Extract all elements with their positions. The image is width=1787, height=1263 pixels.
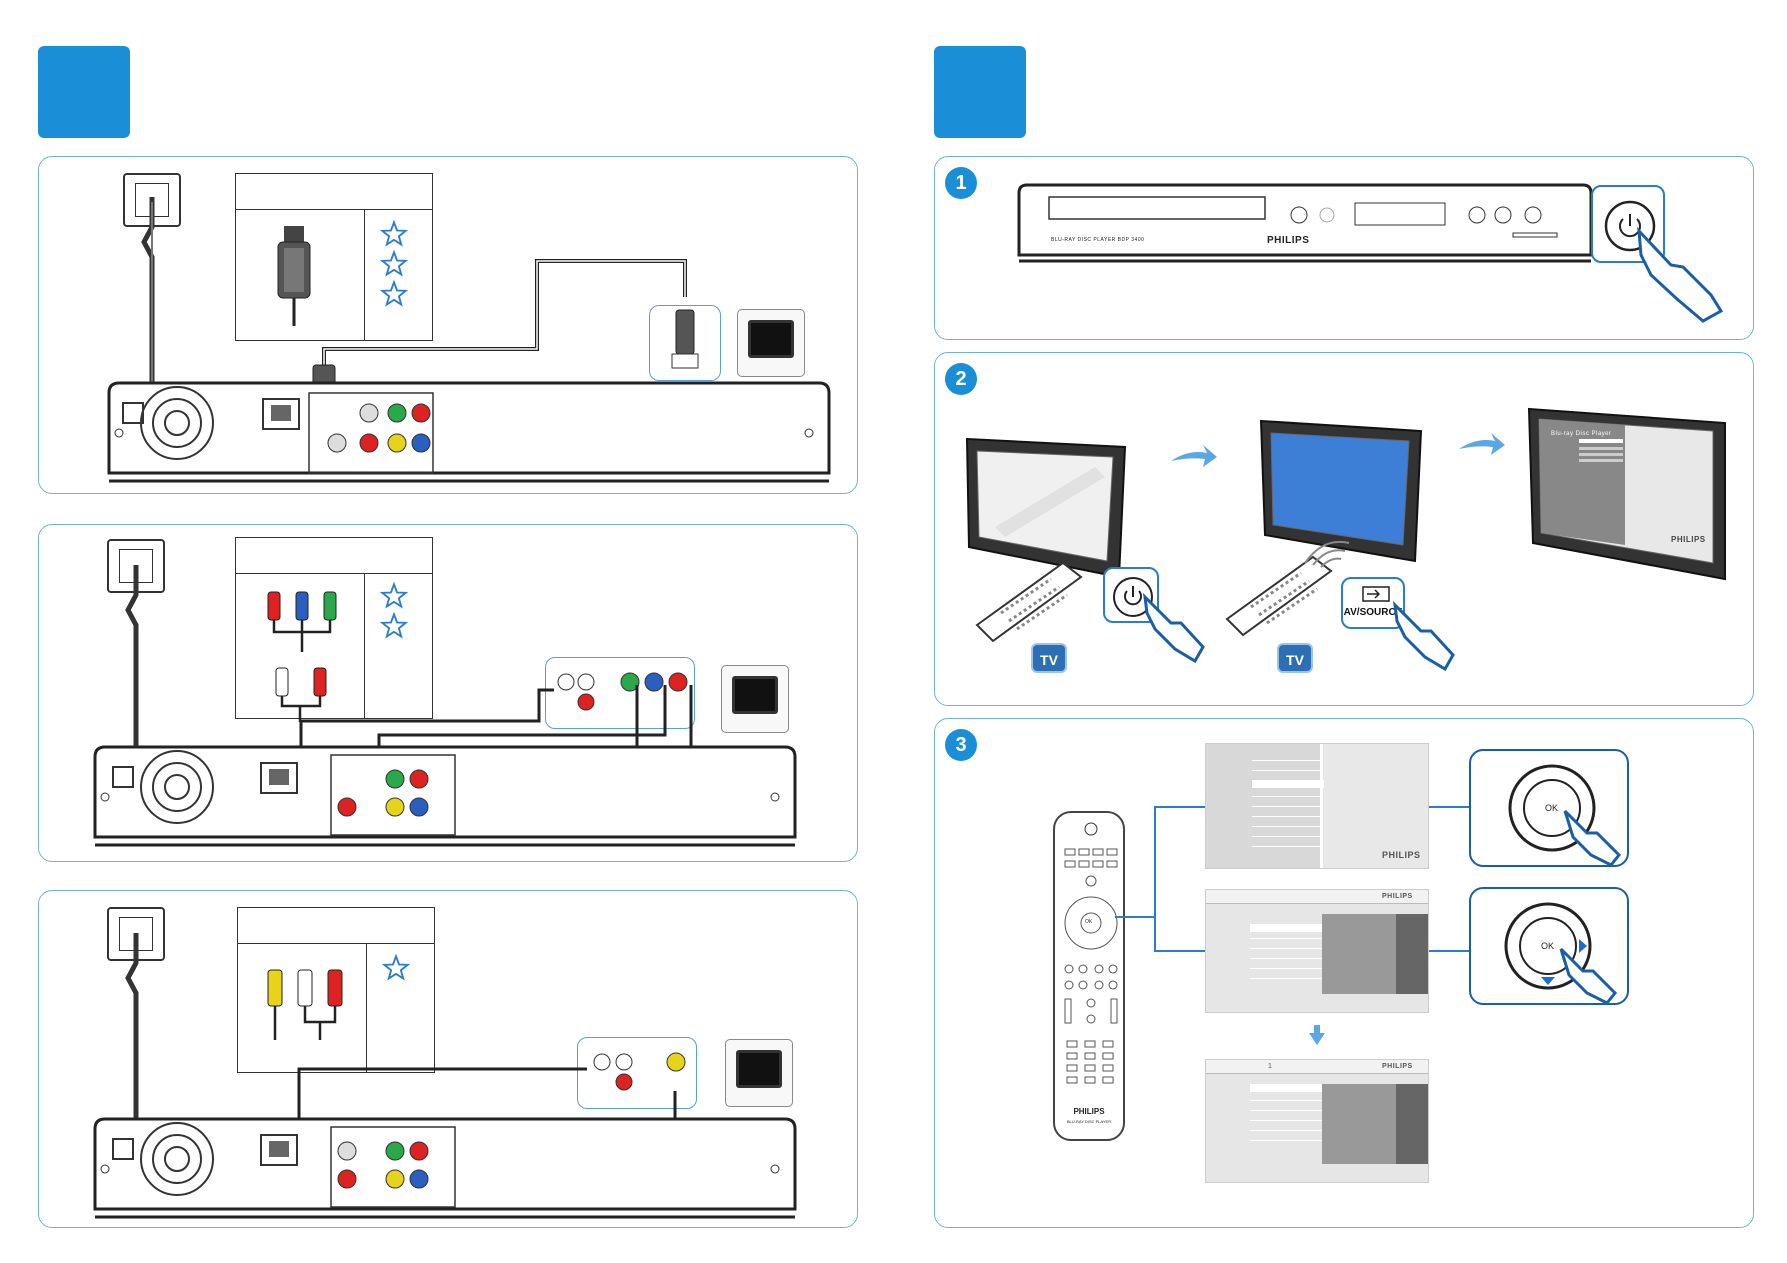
- tv-blue-screen-icon: [1259, 419, 1423, 563]
- power-button-zoom: [1591, 185, 1665, 263]
- player-rear-panel: [107, 381, 831, 483]
- remote-control-icon: [1225, 555, 1333, 637]
- hdmi-connection-panel: [38, 156, 858, 494]
- tv-logo-icon: TV: [1277, 643, 1313, 673]
- star-icon: [379, 279, 409, 307]
- menu-index-label: 1: [1268, 1063, 1272, 1070]
- tv-off-icon: [965, 437, 1127, 579]
- component-plugs-icon: [267, 591, 337, 722]
- tv-brand-label: PHILIPS: [1671, 535, 1706, 544]
- step-3-panel: 3 OK PHILIPS BLU-RAY DISC PLAYER: [934, 718, 1754, 1228]
- power-cord-icon: [125, 933, 139, 1143]
- tv-composite-ports-zoom: [577, 1037, 697, 1109]
- star-icon: [379, 249, 409, 277]
- pressing-hand-icon: [1392, 600, 1455, 672]
- tv-logo-icon: TV: [1031, 643, 1067, 673]
- connector-lines: [1115, 806, 1471, 952]
- step-2-number: 2: [945, 363, 977, 395]
- tv-menu-title: Blu-ray Disc Player: [1551, 431, 1612, 437]
- composite-quality-table: [237, 907, 435, 1073]
- tv-icon: [721, 665, 789, 733]
- hdmi-plug-icon: [277, 226, 311, 326]
- power-cord-icon: [141, 197, 155, 417]
- tv-menu-screen-icon: [1527, 407, 1726, 581]
- menu-brand-label: PHILIPS: [1382, 893, 1413, 900]
- player-model-label: BLU-RAY DISC PLAYER BDP 3400: [1051, 237, 1145, 243]
- hdmi-plug-icon: [671, 309, 699, 369]
- setup-menu-screen: PHILIPS: [1205, 889, 1429, 1013]
- menu-brand-label: PHILIPS: [1382, 1063, 1413, 1070]
- right-section-header: [934, 46, 1026, 138]
- component-connection-panel: [38, 524, 858, 862]
- tv-icon: [737, 309, 805, 377]
- av-source-label: AV/SOURCE: [1343, 607, 1403, 618]
- hdmi-quality-table: [235, 173, 433, 341]
- step-3-number: 3: [945, 729, 977, 761]
- composite-sockets-icon: [593, 1052, 686, 1091]
- home-menu-screen: PHILIPS: [1205, 743, 1429, 869]
- step-2-panel: 2 TV AV/SOURCE: [934, 352, 1754, 706]
- player-brand-label: PHILIPS: [1267, 235, 1310, 246]
- menu-brand-label: PHILIPS: [1382, 850, 1421, 860]
- power-cord-icon: [125, 565, 139, 771]
- star-icon: [379, 219, 409, 247]
- arrow-down-icon: [1309, 1025, 1325, 1045]
- star-icon: [381, 953, 411, 981]
- star-icon: [379, 581, 409, 609]
- av-source-button-zoom: AV/SOURCE: [1341, 577, 1405, 629]
- remote-ok-label: OK: [1085, 919, 1093, 925]
- star-icon: [379, 611, 409, 639]
- tv-component-ports-zoom: [545, 657, 695, 729]
- power-button-icon[interactable]: [1111, 575, 1155, 619]
- arrow-right-icon: [1171, 445, 1217, 467]
- remote-control: OK PHILIPS BLU-RAY DISC PLAYER: [1053, 811, 1125, 1141]
- composite-connection-panel: [38, 890, 858, 1228]
- component-sockets-icon: [557, 672, 688, 711]
- step-1-number: 1: [945, 167, 977, 199]
- player-rear-panel: [93, 745, 797, 847]
- signal-waves-icon: [1304, 541, 1350, 568]
- remote-brand-label: PHILIPS: [1073, 1107, 1105, 1116]
- arrow-right-icon: [1459, 433, 1505, 455]
- pressing-hand-icon: [1142, 592, 1205, 664]
- nav-arrows-zoom: OK: [1469, 887, 1629, 1005]
- remote-model-label: BLU-RAY DISC PLAYER: [1066, 1119, 1112, 1124]
- remote-buttons-icon: [1064, 822, 1118, 1084]
- component-quality-table: [235, 537, 433, 722]
- ok-label: OK: [1545, 803, 1559, 813]
- source-icon[interactable]: [1361, 585, 1391, 603]
- tv-hdmi-port-zoom: [649, 305, 721, 381]
- ok-label: OK: [1541, 941, 1555, 951]
- pressing-hand-icon: [1559, 947, 1618, 1005]
- pressing-hand-icon: [1637, 226, 1724, 323]
- setup-submenu-screen: 1 PHILIPS: [1205, 1059, 1429, 1183]
- left-section-header: [38, 46, 130, 138]
- step-1-panel: 1 PHILIPS BLU-RAY DISC PLAYER BDP 3400: [934, 156, 1754, 340]
- player-rear-panel: [93, 1117, 797, 1219]
- blu-ray-player-front: [1017, 183, 1593, 263]
- ok-button-zoom: OK: [1469, 749, 1629, 867]
- remote-control-icon: [975, 561, 1083, 643]
- pressing-hand-icon: [1563, 809, 1622, 867]
- tv-icon: [725, 1039, 793, 1107]
- composite-plugs-icon: [267, 969, 343, 1040]
